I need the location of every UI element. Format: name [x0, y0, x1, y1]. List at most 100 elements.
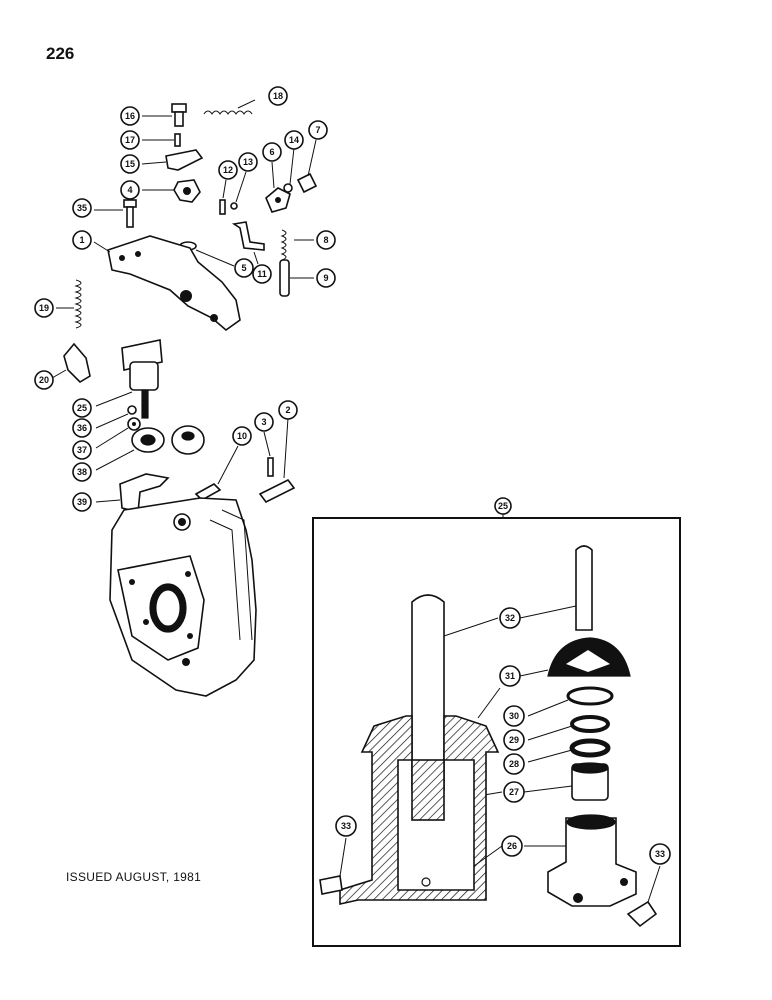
callout-1: 1: [72, 230, 92, 250]
part-4-nut: [142, 179, 201, 203]
callout-2: 2: [278, 400, 298, 420]
inset-part-33-bleeder-left: [319, 837, 347, 895]
svg-text:7: 7: [315, 125, 320, 135]
callout-25: 25: [72, 398, 92, 418]
part-35-bolt: [94, 199, 137, 228]
svg-text:38: 38: [77, 467, 87, 477]
part-14-washer: [283, 147, 295, 193]
part-17-pin: [142, 133, 181, 147]
callout-11: 11: [252, 264, 272, 284]
callout-4: 4: [120, 180, 140, 200]
callout-30: 30: [503, 705, 525, 727]
callout-9: 9: [316, 268, 336, 288]
svg-text:35: 35: [77, 203, 87, 213]
callout-27: 27: [503, 781, 525, 803]
callout-10: 10: [232, 426, 252, 446]
part-2-pin: [258, 417, 296, 504]
svg-text:11: 11: [257, 269, 267, 279]
issued-date-note: ISSUED AUGUST, 1981: [66, 870, 202, 884]
callout-12: 12: [218, 160, 238, 180]
svg-text:2: 2: [285, 405, 290, 415]
part-9-pin: [279, 259, 314, 297]
part-36-washer: [95, 405, 137, 429]
callout-28: 28: [503, 753, 525, 775]
part-10-pin: [194, 445, 239, 501]
svg-text:26: 26: [507, 841, 517, 851]
inset-frame: [312, 517, 681, 947]
svg-text:10: 10: [237, 431, 247, 441]
part-8-spring: [280, 229, 314, 261]
svg-text:18: 18: [273, 91, 283, 101]
callout-18: 18: [268, 86, 288, 106]
svg-text:19: 19: [39, 303, 49, 313]
callout-26: 26: [501, 835, 523, 857]
inset-part-30-snap-ring: [527, 686, 614, 717]
svg-text:25: 25: [498, 501, 508, 511]
svg-text:5: 5: [241, 263, 246, 273]
part-19-spring: [56, 279, 82, 329]
part-6-plate: [265, 161, 291, 213]
inset-part-28-o-ring: [527, 738, 611, 763]
part-1-lever-housing: [93, 235, 241, 332]
inset-part-31-seal: [477, 637, 631, 719]
callout-14: 14: [284, 130, 304, 150]
part-25-cylinder-assembly: [95, 339, 163, 419]
svg-text:33: 33: [341, 821, 351, 831]
svg-text:28: 28: [509, 759, 519, 769]
svg-text:13: 13: [243, 157, 253, 167]
svg-text:29: 29: [509, 735, 519, 745]
inset-part-29-ring: [527, 715, 610, 741]
callout-8: 8: [316, 230, 336, 250]
hydraulic-housing: [109, 497, 257, 697]
part-15-lever: [141, 149, 204, 171]
svg-text:9: 9: [323, 273, 328, 283]
inset-part-26-fitting: [524, 814, 637, 907]
callout-3: 3: [254, 412, 274, 432]
callout-17: 17: [120, 130, 140, 150]
svg-text:27: 27: [509, 787, 519, 797]
part-7-bolt: [296, 139, 318, 194]
inset-part-33-bleeder-right: [626, 865, 661, 928]
svg-text:15: 15: [125, 159, 135, 169]
svg-text:17: 17: [125, 135, 135, 145]
svg-text:6: 6: [269, 147, 274, 157]
callout-37: 37: [72, 440, 92, 460]
svg-text:14: 14: [289, 135, 299, 145]
part-16-bolt: [142, 103, 187, 127]
page-number: 226: [46, 44, 75, 63]
svg-text:36: 36: [77, 423, 87, 433]
inset-part-32-rod: [411, 545, 593, 791]
svg-text:1: 1: [79, 235, 84, 245]
svg-text:20: 20: [39, 375, 49, 385]
svg-text:33: 33: [655, 849, 665, 859]
inset-cylinder-cross-section: [339, 715, 503, 905]
callout-36: 36: [72, 418, 92, 438]
svg-text:32: 32: [505, 613, 515, 623]
callout-5: 5: [234, 258, 254, 278]
inset-part-27-bushing: [477, 762, 609, 801]
part-20-bracket: [51, 342, 91, 384]
part-12-pin: [219, 179, 227, 215]
callout-29: 29: [503, 729, 525, 751]
callout-39: 39: [72, 492, 92, 512]
callout-13: 13: [238, 152, 258, 172]
svg-text:8: 8: [323, 235, 328, 245]
svg-text:3: 3: [261, 417, 266, 427]
callout-38: 38: [72, 462, 92, 482]
part-38-valve: [95, 425, 205, 471]
inset-label: 25: [494, 497, 512, 515]
part-3-pin: [263, 431, 274, 477]
part-39-bracket: [95, 473, 170, 514]
callout-32: 32: [499, 607, 521, 629]
callout-19: 19: [34, 298, 54, 318]
callout-33-left: 33: [335, 815, 357, 837]
callout-20: 20: [34, 370, 54, 390]
part-37-nut: [95, 417, 141, 449]
callout-35: 35: [72, 198, 92, 218]
svg-text:37: 37: [77, 445, 87, 455]
svg-text:12: 12: [223, 165, 233, 175]
svg-text:30: 30: [509, 711, 519, 721]
svg-text:16: 16: [125, 111, 135, 121]
callout-33-right: 33: [649, 843, 671, 865]
